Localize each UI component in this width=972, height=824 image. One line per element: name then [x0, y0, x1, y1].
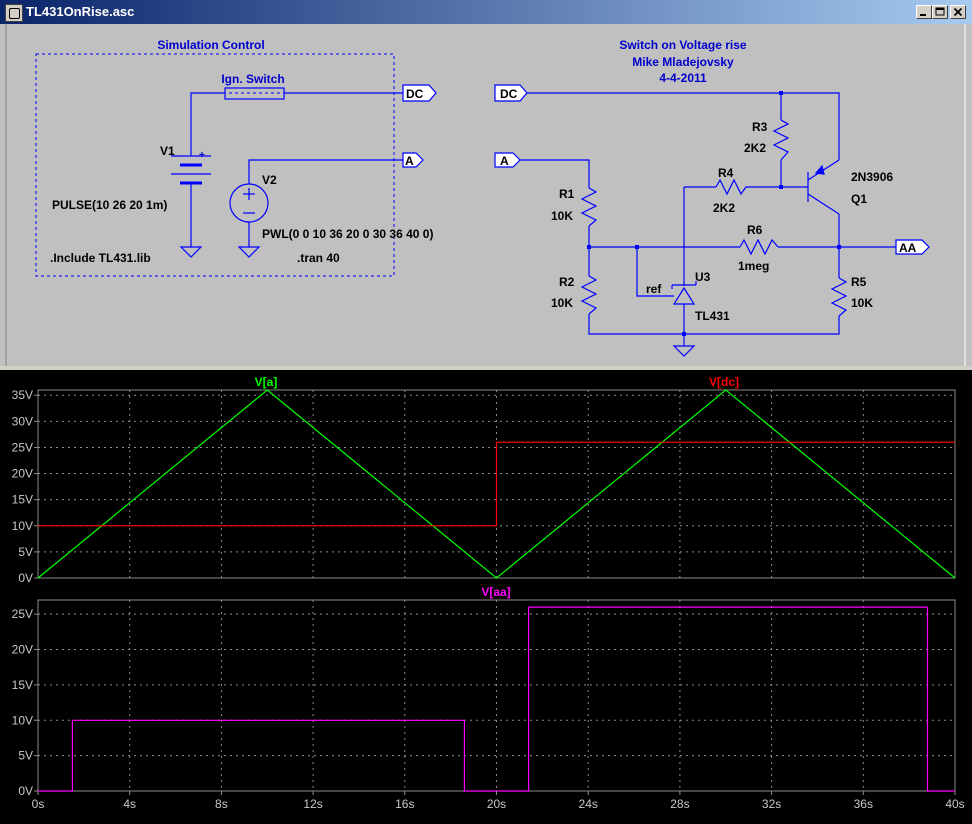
- y-tick-label: 0V: [18, 784, 33, 798]
- y-tick-label: 5V: [18, 545, 33, 559]
- x-tick-label: 32s: [762, 797, 781, 811]
- r5-value: 10K: [851, 296, 873, 310]
- resistor-r2-icon[interactable]: [580, 275, 598, 315]
- close-icon: [953, 7, 963, 17]
- v1-plus-label: +: [199, 150, 205, 161]
- x-tick-label: 20s: [487, 797, 506, 811]
- ground-icon: [179, 246, 203, 258]
- voltage-source-icon[interactable]: [229, 183, 269, 223]
- maximize-icon: [935, 7, 945, 16]
- header-date: 4-4-2011: [659, 71, 707, 85]
- resistor-r4-icon[interactable]: [715, 178, 748, 196]
- y-tick-label: 30V: [12, 414, 33, 428]
- x-tick-label: 8s: [215, 797, 228, 811]
- include-directive: .Include TL431.lib: [50, 251, 151, 265]
- r6-value: 1meg: [738, 259, 769, 273]
- waveform-plot[interactable]: 0V 5V 10V 15V 20V 25V 30V 35V V[a] V[dc] 0V 5V 10V 15…: [0, 370, 972, 824]
- port-aa[interactable]: AA: [895, 239, 930, 255]
- minimize-button[interactable]: [916, 5, 932, 19]
- simulation-control-box: [35, 53, 395, 277]
- y-tick-label: 35V: [12, 388, 33, 402]
- legend-va[interactable]: V[a]: [255, 375, 278, 389]
- tl431-icon[interactable]: [671, 281, 697, 305]
- v1-source-label: PULSE(10 26 20 1m): [52, 198, 167, 212]
- y-tick-label: 20V: [12, 467, 33, 481]
- legend-vaa[interactable]: V[aa]: [481, 585, 510, 599]
- q1-label: Q1: [851, 192, 867, 206]
- schematic-doc-icon[interactable]: [5, 4, 23, 22]
- trace-va[interactable]: [37, 389, 956, 579]
- y-tick-label: 15V: [12, 678, 33, 692]
- r4-label: R4: [718, 166, 734, 180]
- r5-label: R5: [851, 275, 867, 289]
- pnp-transistor-icon[interactable]: [807, 159, 840, 247]
- r3-value: 2K2: [744, 141, 766, 155]
- y-tick-label: 10V: [12, 519, 33, 533]
- header-title: Switch on Voltage rise: [619, 38, 746, 52]
- sim-box-title: Simulation Control: [157, 38, 264, 52]
- tran-directive: .tran 40: [297, 251, 340, 265]
- resistor-r3-icon[interactable]: [772, 119, 790, 161]
- resistor-r5-icon[interactable]: [830, 277, 848, 317]
- r3-label: R3: [752, 120, 768, 134]
- v1-label: V1: [160, 144, 175, 158]
- y-tick-label: 5V: [18, 749, 33, 763]
- wires-right: [520, 92, 928, 346]
- port-a-left[interactable]: A: [402, 152, 424, 168]
- resistor-r1-icon[interactable]: [580, 187, 598, 227]
- x-tick-label: 24s: [579, 797, 598, 811]
- ground-icon: [672, 345, 696, 357]
- maximize-button[interactable]: [932, 5, 948, 19]
- minimize-icon: [920, 14, 926, 16]
- svg-text:A: A: [500, 154, 509, 168]
- r2-value: 10K: [551, 296, 573, 310]
- u3-label: U3: [695, 270, 711, 284]
- legend-vdc[interactable]: V[dc]: [709, 375, 739, 389]
- window-title: TL431OnRise.asc: [26, 4, 135, 19]
- port-a-right[interactable]: A: [494, 152, 521, 168]
- y-tick-label: 20V: [12, 643, 33, 657]
- battery-icon[interactable]: [171, 150, 211, 190]
- y-tick-label: 10V: [12, 713, 33, 727]
- x-tick-label: 16s: [395, 797, 414, 811]
- r1-value: 10K: [551, 209, 573, 223]
- port-dc-left[interactable]: DC: [402, 84, 437, 102]
- u3-part: TL431: [695, 309, 730, 323]
- x-tick-label: 12s: [303, 797, 322, 811]
- x-tick-label: 28s: [670, 797, 689, 811]
- pane-separator[interactable]: [0, 366, 972, 370]
- schematic-canvas[interactable]: Simulation Control Ign. Switch + V1 PULS…: [0, 24, 972, 366]
- title-bar[interactable]: TL431OnRise.asc: [0, 0, 972, 24]
- x-tick-label: 40s: [945, 797, 964, 811]
- svg-text:DC: DC: [406, 87, 424, 101]
- r6-label: R6: [747, 223, 763, 237]
- x-tick-label: 0s: [32, 797, 45, 811]
- r4-value: 2K2: [713, 201, 735, 215]
- y-tick-label: 0V: [18, 571, 33, 585]
- y-tick-label: 25V: [12, 440, 33, 454]
- r1-label: R1: [559, 187, 575, 201]
- r2-label: R2: [559, 275, 575, 289]
- header-author: Mike Mladejovsky: [632, 55, 734, 69]
- q1-part: 2N3906: [851, 170, 893, 184]
- trace-vdc[interactable]: [38, 441, 955, 527]
- x-tick-label: 4s: [123, 797, 136, 811]
- svg-text:AA: AA: [899, 241, 917, 255]
- wires-left: [190, 92, 403, 247]
- svg-text:A: A: [405, 154, 414, 168]
- resistor-r6-icon[interactable]: [739, 238, 779, 256]
- ref-label: ref: [646, 282, 662, 296]
- ign-switch-icon[interactable]: [224, 87, 285, 100]
- ground-icon: [237, 246, 261, 258]
- close-button[interactable]: [950, 5, 966, 19]
- y-tick-label: 15V: [12, 493, 33, 507]
- v2-source-label: PWL(0 0 10 36 20 0 30 36 40 0): [262, 227, 433, 241]
- ign-switch-label: Ign. Switch: [221, 72, 284, 86]
- svg-text:DC: DC: [500, 87, 518, 101]
- y-tick-label: 25V: [12, 607, 33, 621]
- port-dc-right[interactable]: DC: [494, 84, 528, 102]
- x-tick-label: 36s: [854, 797, 873, 811]
- v2-label: V2: [262, 173, 277, 187]
